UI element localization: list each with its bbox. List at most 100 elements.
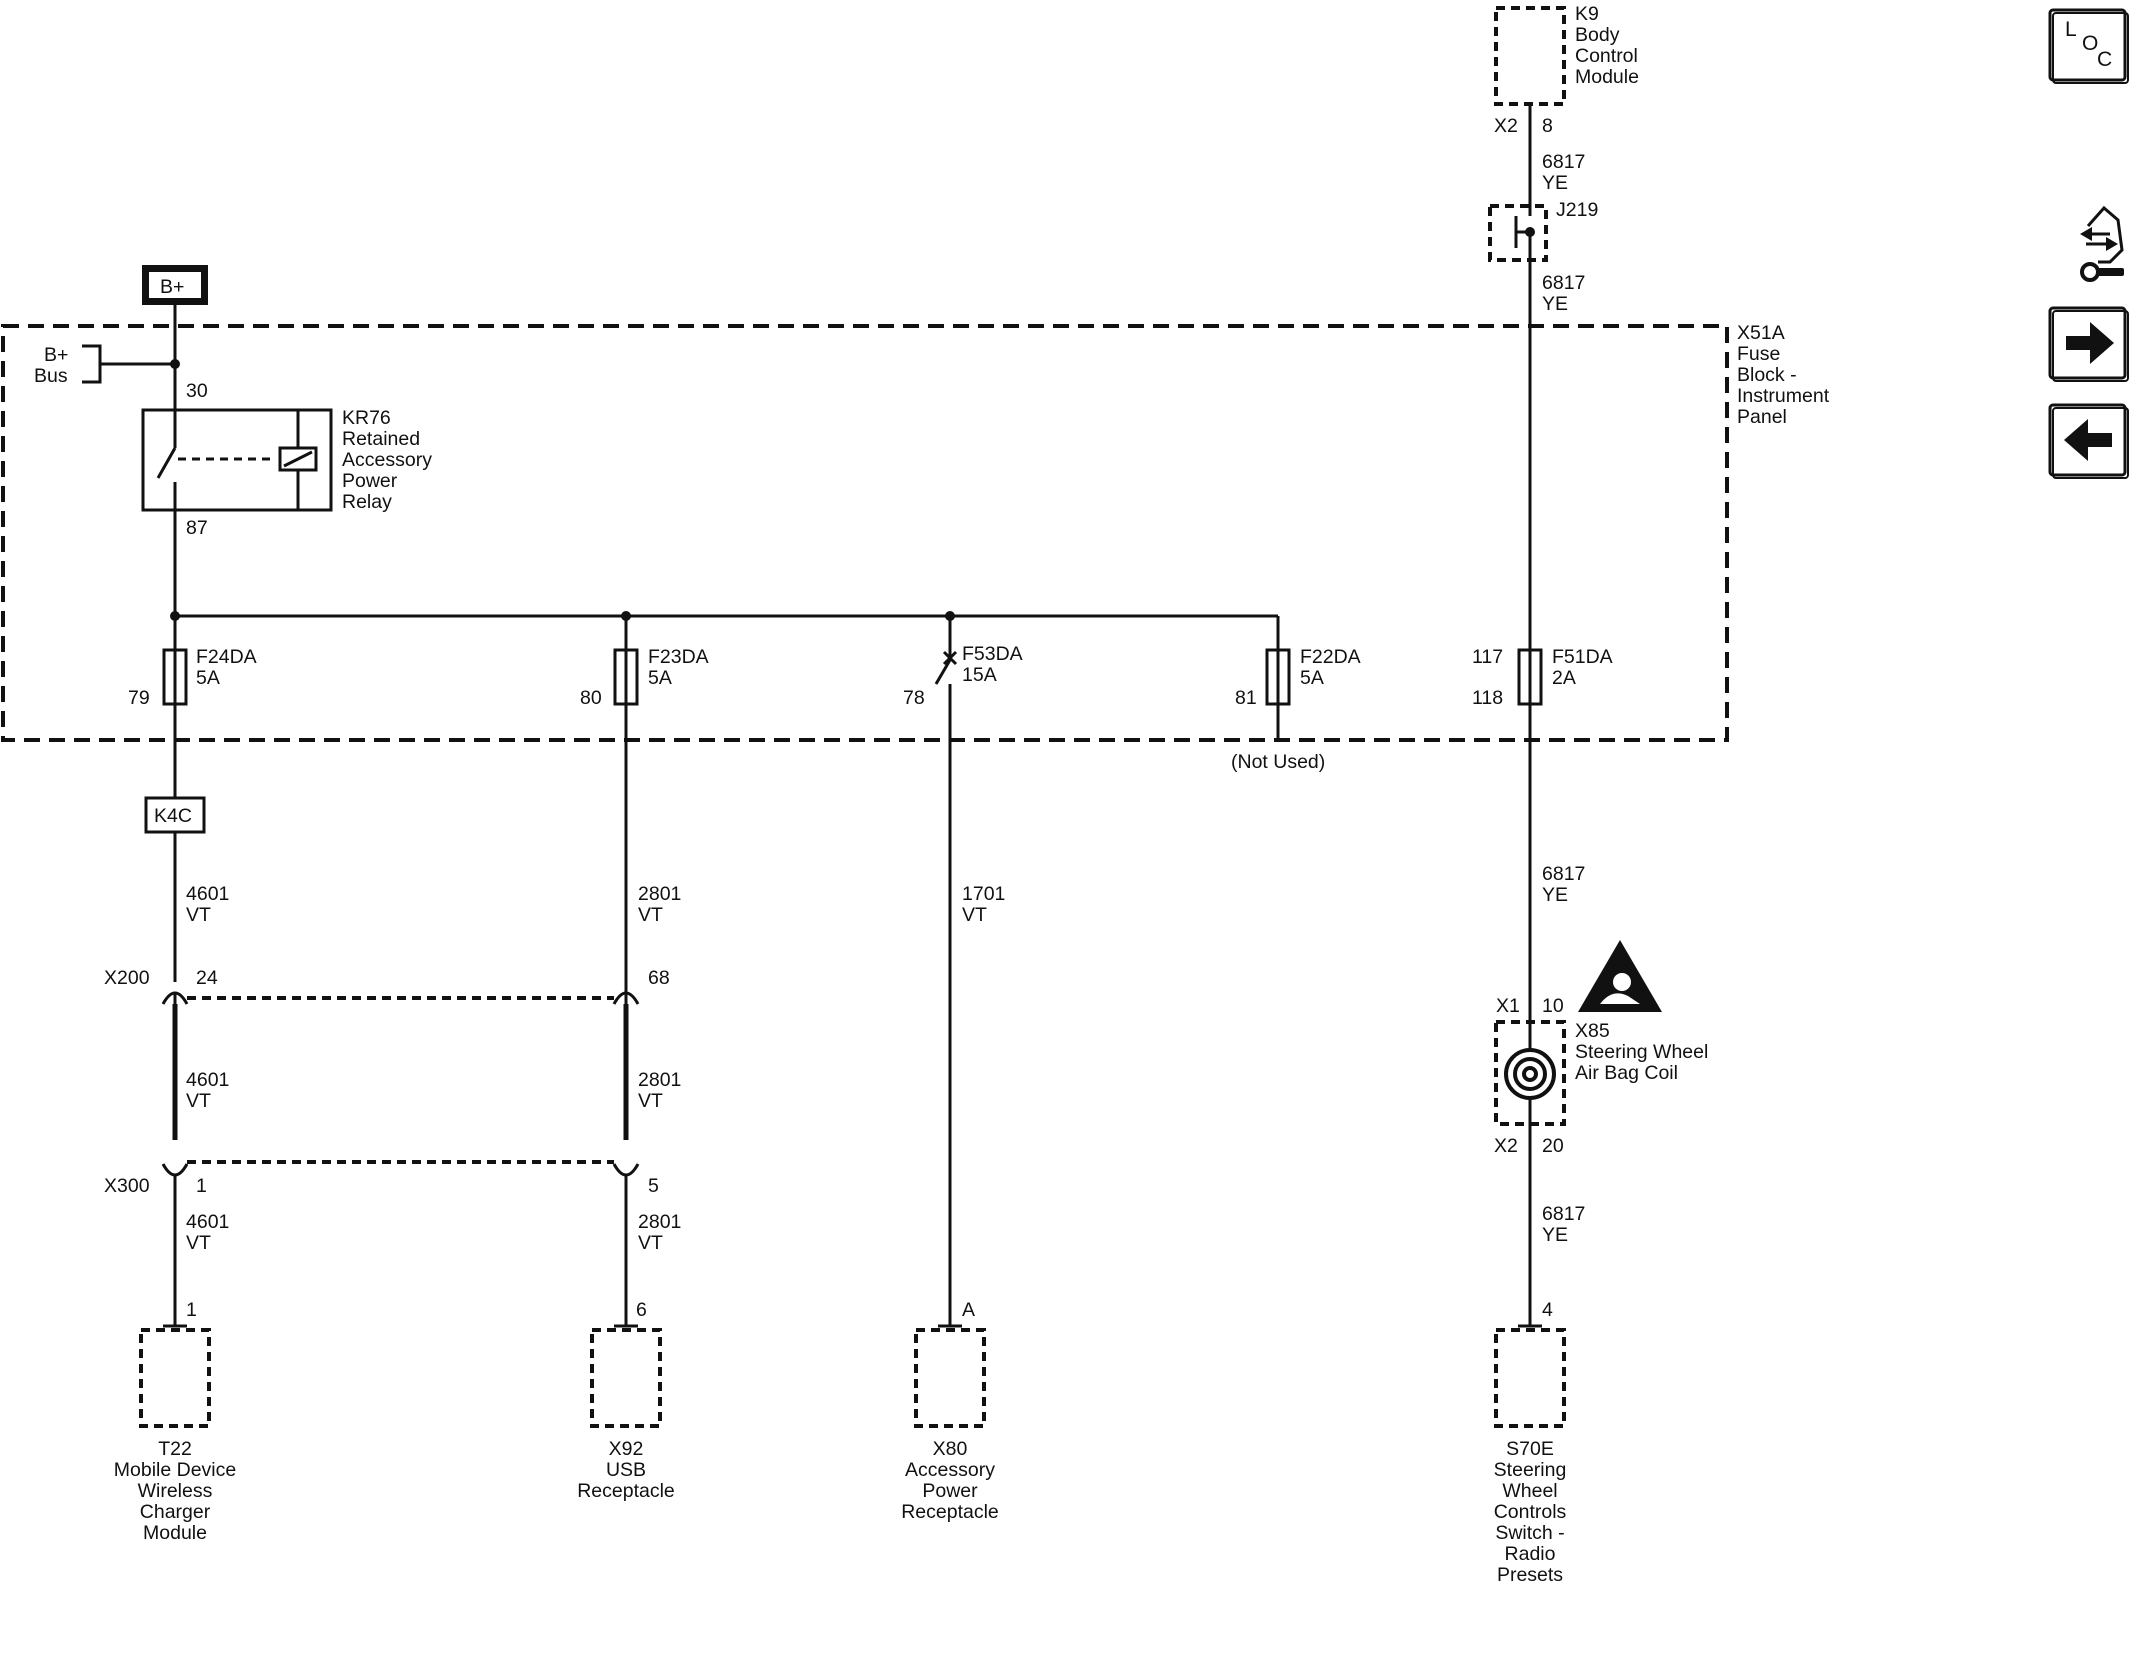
wire-label-6817-d-num: 6817 [1542,1203,1585,1225]
relay-pin-30: 30 [186,380,208,402]
relay-kr76 [141,408,333,512]
module-x80-label: X80 Accessory Power Receptacle [901,1438,999,1523]
fuse-f23da-id: F23DA [648,646,709,668]
next-page-button[interactable] [2048,306,2129,382]
svg-text:K9: K9 [1575,3,1599,25]
fuse-f53da-pin: 78 [903,687,925,709]
svg-text:Charger: Charger [140,1501,211,1523]
bcm-label: K9 Body Control Module [1575,3,1639,88]
svg-text:Module: Module [1575,66,1639,88]
wire-label-2801-b-color: VT [638,1090,663,1112]
svg-text:Steering Wheel: Steering Wheel [1575,1041,1708,1063]
fuse-f22da-not-used: (Not Used) [1231,751,1325,773]
fuse-block-label: X51A Fuse Block - Instrument Panel [1737,322,1830,428]
svg-text:Mobile Device: Mobile Device [114,1459,236,1481]
svg-text:Module: Module [143,1522,207,1544]
svg-text:Power: Power [342,470,398,492]
fuse-f53da-rating: 15A [962,664,997,686]
fuse-f23da [613,616,639,740]
fuse-block-outline [1,324,1729,742]
fuse-f51da-rating: 2A [1552,667,1576,689]
svg-text:Wireless: Wireless [138,1480,213,1502]
previous-page-button[interactable] [2048,403,2129,479]
svg-text:Instrument: Instrument [1737,385,1830,407]
svg-text:T22: T22 [158,1438,192,1460]
svg-text:Switch -: Switch - [1495,1522,1564,1544]
wire-label-2801-c-color: VT [638,1232,663,1254]
svg-text:Panel: Panel [1737,406,1787,428]
k4c-box: K4C [144,796,206,834]
svg-text:USB: USB [606,1459,646,1481]
connector-tools-icon[interactable] [2080,205,2124,282]
svg-text:Receptacle: Receptacle [577,1480,675,1502]
airbag-coil-pin-top: 10 [1542,995,1564,1017]
loc-button[interactable]: L O C [2048,8,2129,84]
airbag-coil-spiral-icon [1504,1048,1556,1100]
bcm-pin: 8 [1542,115,1553,137]
wire-label-2801-c-num: 2801 [638,1211,681,1233]
svg-text:K4C: K4C [154,805,192,827]
endpoint-s70e-pin: 4 [1542,1299,1553,1321]
connector-x300-label: X300 [104,1175,150,1197]
endpoint-t22-pin: 1 [186,1299,197,1321]
module-s70e-label: S70E Steering Wheel Controls Switch - Ra… [1494,1438,1567,1586]
connector-x200-label: X200 [104,967,150,989]
svg-text:Steering: Steering [1494,1459,1567,1481]
wire-label-6817-c-num: 6817 [1542,863,1585,885]
svg-text:Accessory: Accessory [342,449,432,471]
connector-x300-pin-5: 5 [648,1175,659,1197]
airbag-coil-conn-top: X1 [1496,995,1520,1017]
svg-text:Bus: Bus [34,365,68,387]
fuse-f24da [162,616,188,740]
module-x80 [914,1328,986,1428]
airbag-warning-icon [1578,940,1662,1012]
circuit-breaker-f53da [934,616,958,740]
fuse-f51da-id: F51DA [1552,646,1613,668]
connector-x200-pin-68: 68 [648,967,670,989]
fuse-f51da-pin-top: 117 [1472,646,1503,668]
svg-text:B+: B+ [44,344,68,366]
svg-text:S70E: S70E [1506,1438,1554,1460]
arrow-left-icon [2064,419,2112,461]
svg-text:X92: X92 [609,1438,644,1460]
connector-x200-pin-24: 24 [196,967,218,989]
svg-text:Accessory: Accessory [905,1459,995,1481]
airbag-coil-pin-bottom: 20 [1542,1135,1564,1157]
wire-label-1701-color: VT [962,904,987,926]
loc-letter-o: O [2082,32,2098,55]
wire-label-2801-a-color: VT [638,904,663,926]
wire-label-2801-b-num: 2801 [638,1069,681,1091]
wire-label-4601-b-color: VT [186,1090,211,1112]
fuse-f22da-pin: 81 [1235,687,1257,709]
svg-text:X51A: X51A [1737,322,1785,344]
wire-label-6817-a-color: YE [1542,172,1568,194]
bplus-bus-label: B+ Bus [34,344,68,387]
airbag-coil-conn-bottom: X2 [1494,1135,1518,1157]
connector-x300-pin-1: 1 [196,1175,207,1197]
svg-text:B+: B+ [160,276,184,298]
wire-label-4601-b-num: 4601 [186,1069,229,1091]
wire-label-6817-d-color: YE [1542,1224,1568,1246]
endpoint-x80-pin: A [962,1299,975,1321]
svg-text:Block -: Block - [1737,364,1797,386]
wire-label-4601-c-num: 4601 [186,1211,229,1233]
bcm-connector: X2 [1494,115,1518,137]
svg-text:X85: X85 [1575,1020,1610,1042]
wire-label-6817-b-num: 6817 [1542,272,1585,294]
splice-j219-label: J219 [1556,199,1598,221]
fuse-f23da-pin-visible: 80 [580,687,602,709]
fuse-f24da-rating: 5A [196,667,220,689]
wire-label-4601-a-num: 4601 [186,883,229,905]
wire-label-2801-a-num: 2801 [638,883,681,905]
relay-pin-87: 87 [186,517,208,539]
svg-text:Retained: Retained [342,428,420,450]
fuse-f51da-pin-bottom: 118 [1472,687,1503,709]
fuse-f24da-id: F24DA [196,646,257,668]
fuse-f22da-rating: 5A [1300,667,1324,689]
splice-j219 [1488,204,1548,262]
svg-text:Relay: Relay [342,491,392,513]
wire-label-6817-b-color: YE [1542,293,1568,315]
svg-text:Power: Power [922,1480,978,1502]
svg-text:Radio: Radio [1505,1543,1556,1565]
